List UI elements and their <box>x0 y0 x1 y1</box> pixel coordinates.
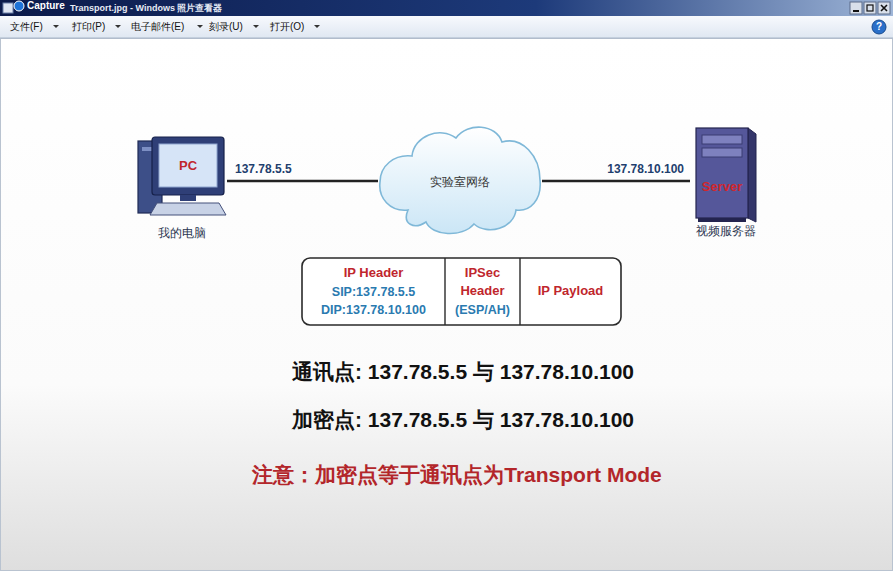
node-caption: 我的电脑 <box>158 226 206 240</box>
packet-outline <box>302 258 621 325</box>
cloud-label: 实验室网络 <box>430 175 490 189</box>
server-side <box>748 128 756 222</box>
window-buttons <box>850 2 890 14</box>
cloud-node: 实验室网络 <box>378 120 542 238</box>
server-foot <box>698 218 746 222</box>
server-tower <box>696 128 748 218</box>
link-line <box>227 181 378 182</box>
title-bar <box>0 0 893 16</box>
menu-item: 打开(O) <box>270 21 304 33</box>
window-title: Transport.jpg - Windows 照片查看器 <box>70 3 222 14</box>
packet-field: IP HeaderSIP:137.78.5.5DIP:137.78.10.100 <box>302 258 445 325</box>
menu-divider <box>0 38 893 39</box>
pc-stand <box>180 195 196 201</box>
capture-icon <box>14 1 24 11</box>
menu-item: 打印(P) <box>72 21 105 33</box>
link-stroke <box>227 180 378 183</box>
server-node: Server 视频服务器 <box>690 126 766 241</box>
cloud-shape <box>380 127 540 233</box>
pc-node: PC 我的电脑 <box>135 133 227 245</box>
pc-monitor <box>152 137 224 195</box>
link-stroke <box>542 180 690 183</box>
address-label: 137.78.10.100 <box>607 162 684 176</box>
pc-keyboard <box>150 203 226 215</box>
content-ground <box>0 38 893 571</box>
menu-item: 电子邮件(E) <box>131 21 184 33</box>
field-value: DIP:137.78.10.100 <box>321 301 426 319</box>
server-panel <box>702 148 742 157</box>
server-label: Server <box>702 179 742 195</box>
overlay-caption: Capture <box>27 0 65 12</box>
server-panel <box>702 135 742 144</box>
packet-field: IPSec Header(ESP/AH) <box>445 258 520 325</box>
field-value: (ESP/AH) <box>455 301 510 319</box>
field-value: SIP:137.78.5.5 <box>332 283 415 301</box>
window-frame <box>1 39 893 571</box>
help-icon <box>872 20 886 34</box>
note-line: 加密点: 137.78.5.5 与 137.78.10.100 <box>292 407 634 432</box>
screen-label: PC <box>179 158 197 174</box>
note-line: 通讯点: 137.78.5.5 与 137.78.10.100 <box>292 359 634 384</box>
packet-divider <box>444 258 445 325</box>
menu-item: 文件(F) <box>10 21 43 33</box>
menu-bar <box>0 16 893 38</box>
field-title: IP Payload <box>538 282 604 301</box>
menu-item: 刻录(U) <box>209 21 243 33</box>
field-title: IP Header <box>344 264 404 283</box>
link-line <box>542 181 690 182</box>
warning-note: 注意：加密点等于通讯点为Transport Mode <box>252 462 662 487</box>
app-icon <box>3 3 13 13</box>
address-label: 137.78.5.5 <box>235 162 292 176</box>
pc-screen <box>159 144 217 187</box>
help-mark: ? <box>876 21 882 33</box>
packet-field: IP Payload <box>520 258 621 325</box>
packet-divider <box>519 258 520 325</box>
field-title: IPSec Header <box>449 264 516 302</box>
node-caption: 视频服务器 <box>696 224 756 238</box>
